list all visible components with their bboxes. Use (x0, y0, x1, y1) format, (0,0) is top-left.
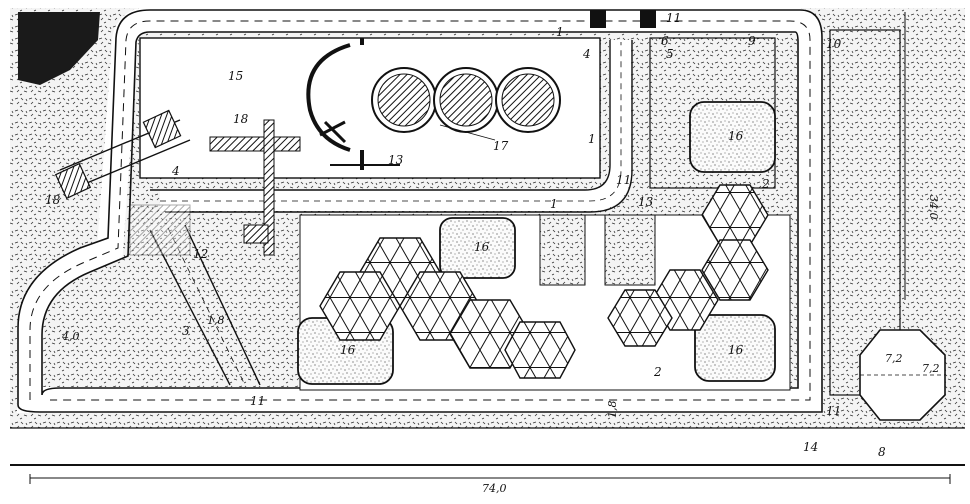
road-edge-outer (17, 9, 823, 413)
label-11b: 11 (616, 173, 631, 187)
label-11a: 11 (666, 11, 681, 25)
label-18a: 18 (233, 112, 249, 126)
circle-enclosure (306, 43, 351, 152)
label-8: 8 (878, 445, 886, 459)
label-6: 6 (661, 34, 669, 48)
dim-path-width-b: 1,8 (606, 401, 619, 419)
diagonal-road (149, 229, 231, 386)
label-11d: 11 (826, 404, 841, 418)
label-3: 3 (182, 324, 190, 338)
label-13b: 13 (638, 195, 654, 209)
label-1c: 1 (550, 197, 558, 211)
dim-square-b: 7,2 (922, 362, 940, 375)
label-4a: 4 (582, 47, 591, 61)
dim-path-width-a: 1,8 (207, 314, 225, 327)
intersection-pad (129, 204, 191, 256)
sand-pit-16-d (694, 314, 776, 382)
label-14: 14 (803, 440, 818, 454)
label-13a: 13 (388, 153, 404, 167)
dark-corner (18, 12, 100, 85)
label-10: 10 (826, 37, 842, 51)
road-centerline (29, 20, 811, 401)
label-16d: 16 (728, 343, 744, 357)
label-16a: 16 (728, 129, 744, 143)
label-18b: 18 (45, 193, 61, 207)
label-16c: 16 (340, 343, 356, 357)
dim-radius: 4,0 (61, 330, 80, 343)
label-1a: 1 (556, 25, 564, 39)
label-5: 5 (666, 47, 674, 61)
triangle-structure-left (319, 237, 576, 379)
road-edge-inner (41, 31, 799, 396)
triangle-structure-right (607, 184, 769, 347)
sand-pit-16-b (439, 217, 516, 279)
dim-total-width: 74,0 (482, 482, 507, 495)
label-16b: 16 (474, 240, 490, 254)
label-1b: 1 (588, 132, 596, 146)
label-2b: 2 (653, 365, 662, 379)
label-11c: 11 (250, 394, 265, 408)
label-17: 17 (493, 139, 509, 153)
dim-square-a: 7,2 (885, 352, 903, 365)
label-12: 12 (193, 247, 208, 261)
label-9: 9 (748, 34, 756, 48)
round-pools (371, 67, 561, 133)
inner-road (160, 40, 631, 211)
dim-right-height: 34,0 (927, 195, 940, 220)
lawn-block-b (604, 214, 656, 286)
label-4b: 4 (171, 164, 180, 178)
lawn-block-a (539, 214, 586, 286)
label-15: 15 (228, 69, 243, 83)
label-2a: 2 (761, 177, 770, 191)
sand-pit-16-a (689, 101, 776, 173)
